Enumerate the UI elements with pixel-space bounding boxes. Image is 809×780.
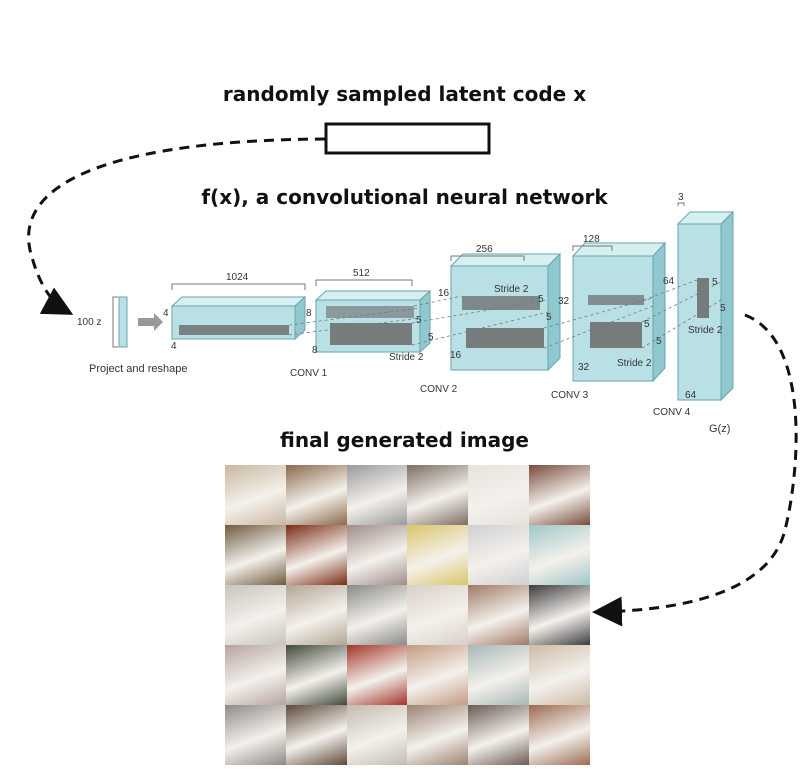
- conv1-kernel-1: 5: [416, 315, 422, 326]
- conv1-kernel-2: 5: [428, 332, 434, 343]
- generated-image-tile: [407, 525, 469, 585]
- generated-image-tile: [285, 645, 347, 705]
- conv3-stride: Stride 2: [617, 358, 652, 369]
- block0-depth-top: 4: [163, 308, 169, 319]
- conv3-kernel-1: 5: [644, 319, 650, 330]
- generated-image-tile: [225, 525, 286, 585]
- generated-image-tile: [346, 465, 408, 525]
- generated-image-tile: [468, 705, 530, 765]
- generated-image-tile: [468, 645, 530, 705]
- project-reshape-label: Project and reshape: [89, 363, 187, 375]
- block0-width: 1024: [226, 272, 249, 283]
- latent-code-box: [324, 122, 491, 155]
- generated-image-tile: [285, 585, 347, 645]
- conv3-volume: 128 32 32 5 5 Stride 2 CONV 3: [551, 234, 667, 401]
- generated-image-tile: [346, 585, 408, 645]
- conv2-stride: Stride 2: [494, 284, 529, 295]
- conv1-volume: 512 8 8 5 5 Stride 2 CONV 1: [290, 268, 434, 379]
- generated-image-tile: [407, 645, 469, 705]
- conv2-depth-top: 16: [438, 288, 450, 299]
- conv3-label: CONV 3: [551, 390, 589, 401]
- output-heading: final generated image: [280, 428, 529, 452]
- conv4-depth-bottom: 64: [685, 390, 697, 401]
- kernel-projection-lines: [288, 279, 722, 349]
- block0-depth-bottom: 4: [171, 341, 177, 352]
- generated-image-tile: [468, 525, 530, 585]
- generated-image-tile: [407, 705, 469, 765]
- generated-image-tile: [468, 585, 530, 645]
- conv4-stride: Stride 2: [688, 325, 723, 336]
- conv4-depth-top: 64: [663, 276, 675, 287]
- generated-image-grid: [225, 465, 590, 765]
- conv4-volume: 3 64 64 5 5 Stride 2 CONV 4 G(z): [653, 192, 735, 435]
- conv1-stride: Stride 2: [389, 352, 424, 363]
- generated-image-tile: [468, 465, 530, 525]
- generated-image-tile: [285, 525, 347, 585]
- conv2-volume: 256 16 16 5 5 Stride 2 CONV 2: [420, 244, 562, 395]
- conv1-width: 512: [353, 268, 370, 279]
- generated-image-tile: [346, 705, 408, 765]
- generated-image-tile: [225, 585, 286, 645]
- generated-image-tile: [529, 465, 590, 525]
- latent-code-heading: randomly sampled latent code x: [222, 82, 587, 106]
- conv2-kernel-1: 5: [538, 294, 544, 305]
- conv2-label: CONV 2: [420, 384, 458, 395]
- conv3-width: 128: [583, 234, 600, 245]
- output-label: G(z): [709, 423, 730, 435]
- conv4-kernel-1: 5: [712, 277, 718, 288]
- conv1-depth-top: 8: [306, 308, 312, 319]
- generated-image-tile: [529, 645, 590, 705]
- network-heading: f(x), a convolutional neural network: [201, 185, 608, 209]
- generated-image-tile: [225, 645, 286, 705]
- conv2-depth-bottom: 16: [450, 350, 462, 361]
- project-arrow: [138, 313, 163, 331]
- conv1-label: CONV 1: [290, 368, 328, 379]
- conv2-width: 256: [476, 244, 493, 255]
- generated-image-tile: [529, 705, 590, 765]
- input-vector-label: 100 z: [77, 317, 101, 328]
- generated-image-tile: [285, 705, 347, 765]
- input-vector: [118, 296, 128, 348]
- conv2-kernel-2: 5: [546, 312, 552, 323]
- conv3-kernel-2: 5: [656, 336, 662, 347]
- latent-to-input-arrow: [27, 137, 326, 315]
- conv3-depth-top: 32: [558, 296, 570, 307]
- generated-image-tile: [407, 585, 469, 645]
- conv4-width: 3: [678, 192, 684, 203]
- projected-volume: 1024 4 4: [163, 272, 307, 352]
- generated-image-tile: [346, 525, 408, 585]
- generated-image-tile: [225, 465, 286, 525]
- conv3-depth-bottom: 32: [578, 362, 590, 373]
- generated-image-tile: [407, 465, 469, 525]
- generated-image-tile: [529, 585, 590, 645]
- conv4-kernel-2: 5: [720, 303, 726, 314]
- generated-image-tile: [346, 645, 408, 705]
- generated-image-tile: [225, 705, 286, 765]
- conv1-depth-bottom: 8: [312, 345, 318, 356]
- generated-image-tile: [285, 465, 347, 525]
- conv4-label: CONV 4: [653, 407, 691, 418]
- generated-image-tile: [529, 525, 590, 585]
